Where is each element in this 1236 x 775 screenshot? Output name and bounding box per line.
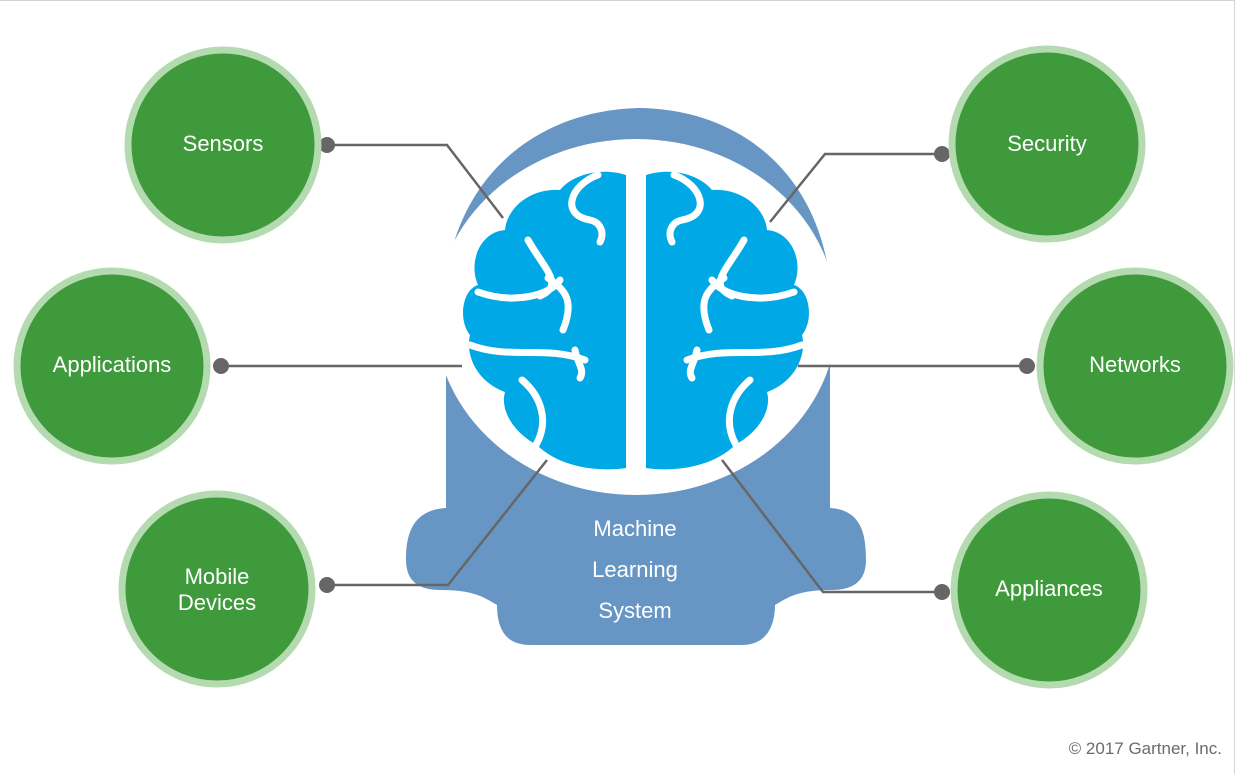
node-applications bbox=[13, 267, 211, 465]
connector-dot bbox=[319, 577, 335, 593]
brain-fold bbox=[474, 276, 564, 302]
connector-mobile-devices bbox=[327, 459, 548, 587]
connector-dot bbox=[1019, 358, 1035, 374]
node-label-mobile-devices: Mobile Devices bbox=[177, 564, 257, 615]
node-label-applications: Applications bbox=[52, 352, 172, 377]
node-label-security: Security bbox=[1007, 131, 1087, 156]
connector-dot bbox=[934, 146, 950, 162]
brain-folds bbox=[466, 171, 806, 449]
node-networks bbox=[1036, 267, 1234, 465]
connectors bbox=[221, 143, 1027, 594]
connector-dot bbox=[934, 584, 950, 600]
center-label-line3: System bbox=[598, 598, 672, 623]
nodes bbox=[13, 45, 1234, 689]
brain-fold bbox=[666, 171, 704, 246]
brain-fold bbox=[466, 341, 589, 382]
brain-fold bbox=[518, 376, 547, 449]
brain-fold bbox=[568, 171, 606, 246]
connector-security bbox=[769, 152, 942, 223]
copyright-text: © 2017 Gartner, Inc. bbox=[1068, 739, 1222, 758]
connector-dot bbox=[213, 358, 229, 374]
connector-appliances bbox=[721, 459, 942, 594]
center-label-line2: Learning bbox=[592, 557, 678, 582]
brain-left-hemisphere bbox=[463, 171, 626, 470]
node-label-appliances: Appliances bbox=[995, 576, 1103, 601]
node-mobile-devices bbox=[118, 490, 316, 688]
brain-fold bbox=[683, 341, 806, 382]
node-label-networks: Networks bbox=[1089, 352, 1181, 377]
connector-sensors bbox=[327, 143, 504, 219]
node-appliances bbox=[950, 491, 1148, 689]
node-label-sensors: Sensors bbox=[182, 131, 264, 156]
node-security bbox=[948, 45, 1146, 243]
brain-right-hemisphere bbox=[646, 171, 809, 470]
center-label-line1: Machine bbox=[593, 516, 677, 541]
connector-dot bbox=[319, 137, 335, 153]
brain-icon bbox=[463, 171, 809, 470]
brain-fold bbox=[725, 376, 754, 449]
brain-fold bbox=[708, 276, 798, 302]
node-sensors bbox=[124, 46, 322, 244]
connector-dots bbox=[213, 137, 1035, 600]
